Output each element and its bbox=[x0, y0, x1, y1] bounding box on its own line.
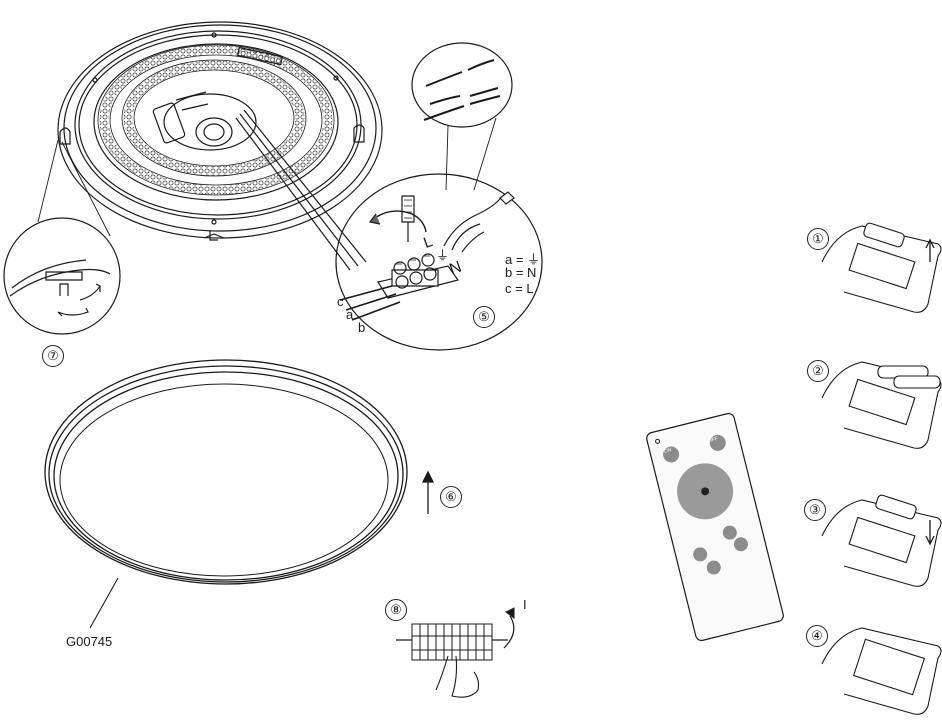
rotate-mark-label: I bbox=[523, 597, 527, 612]
wire-letter-a: a bbox=[346, 307, 354, 322]
battery-step-3-illustration bbox=[821, 494, 942, 587]
step-8-number: ⑧ bbox=[385, 599, 407, 621]
battery-step-1-illustration bbox=[821, 222, 942, 313]
battery-step-2-illustration bbox=[821, 361, 942, 449]
remote-night-button[interactable] bbox=[705, 559, 722, 576]
model-code-label: G00745 bbox=[66, 634, 113, 649]
step-1-number: ① bbox=[807, 228, 829, 250]
inner-led-ring bbox=[123, 60, 305, 176]
step-3-number: ③ bbox=[804, 499, 826, 521]
legend-line-a: a = ⏚ bbox=[505, 252, 541, 267]
remote-off-button[interactable] bbox=[708, 433, 727, 452]
step-6-number: ⑥ bbox=[440, 486, 462, 508]
remote-mode-button[interactable] bbox=[692, 546, 709, 563]
remote-control bbox=[646, 412, 784, 642]
step-7-number: ⑦ bbox=[42, 345, 64, 367]
clip-detail-illustration bbox=[3, 139, 121, 335]
lamp-base-illustration bbox=[57, 21, 383, 271]
remote-dial-center[interactable] bbox=[700, 486, 710, 496]
step-4-number: ④ bbox=[806, 625, 828, 647]
battery-step-4-illustration bbox=[821, 627, 942, 715]
legend-line-c: c = L bbox=[505, 281, 534, 296]
lamp-cover-illustration bbox=[44, 359, 408, 629]
wire-letter-b: b bbox=[358, 320, 366, 335]
arrow-up-icon bbox=[421, 470, 435, 514]
wire-letter-c: c bbox=[337, 294, 344, 309]
remote-timer-button[interactable] bbox=[721, 524, 738, 541]
wiring-detail-illustration bbox=[335, 42, 543, 351]
terminal-strip-illustration bbox=[396, 607, 515, 698]
step-5-number: ⑤ bbox=[473, 306, 495, 328]
legend-line-b: b = N bbox=[505, 265, 537, 280]
step-2-number: ② bbox=[807, 360, 829, 382]
remote-on-button[interactable] bbox=[661, 445, 680, 464]
outer-led-ring bbox=[99, 45, 333, 195]
remote-memory-button[interactable] bbox=[732, 536, 749, 553]
model-leader-line bbox=[89, 577, 119, 629]
terminal-earth-icon: ⏚ bbox=[436, 248, 450, 263]
